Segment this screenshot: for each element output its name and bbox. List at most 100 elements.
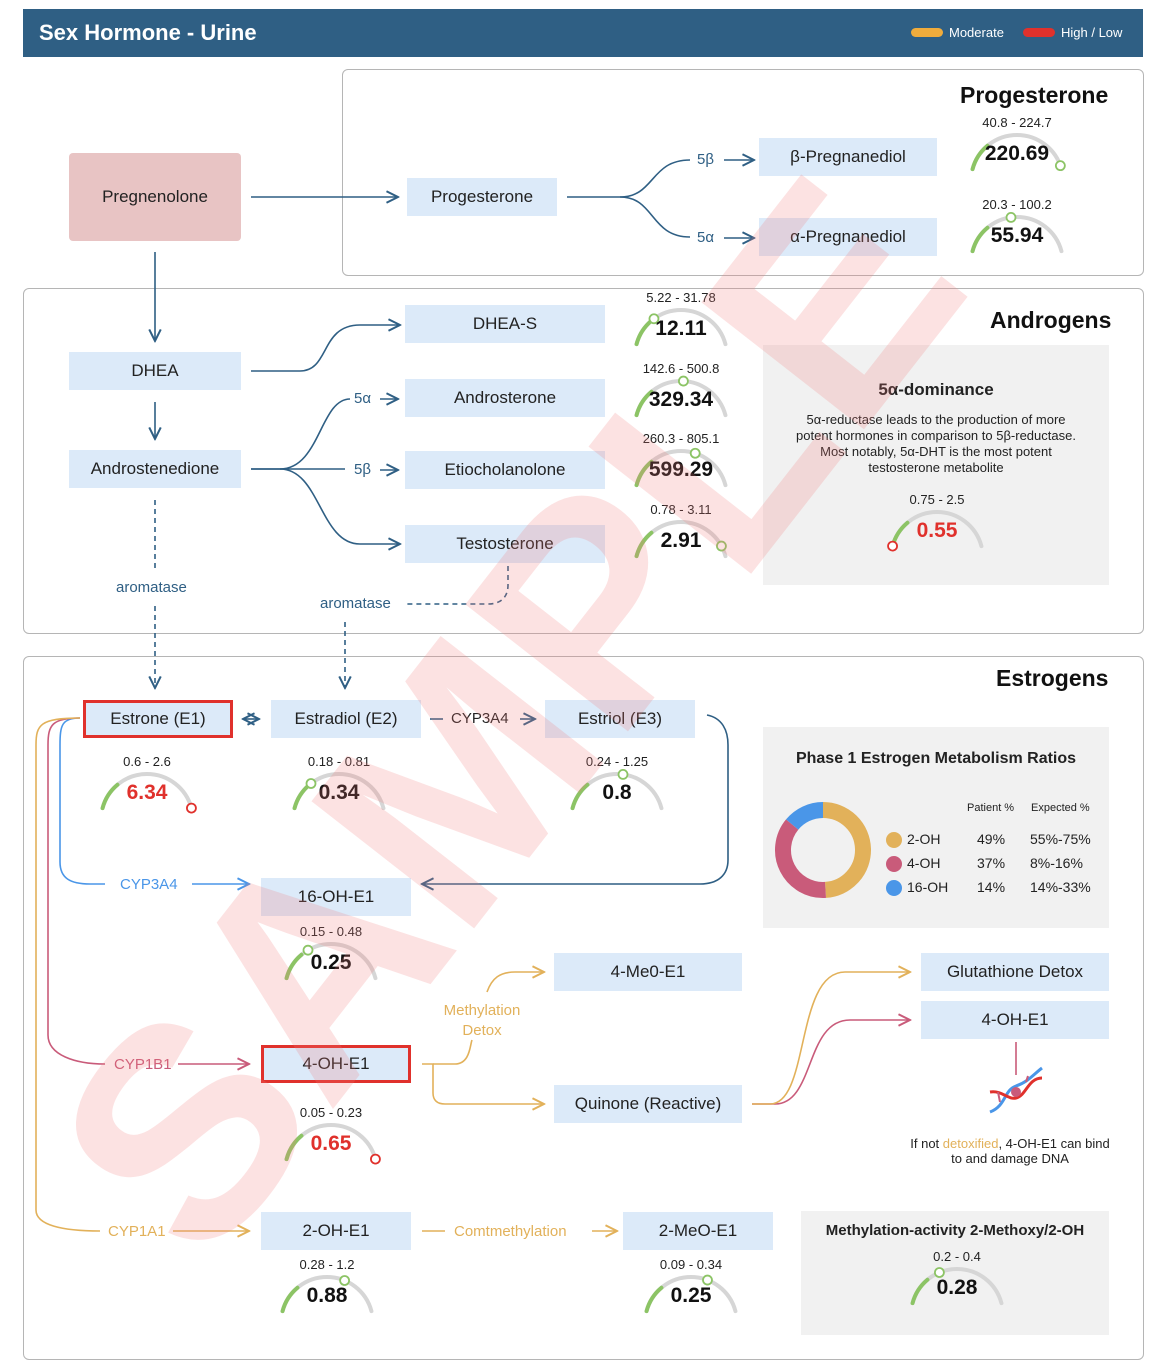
gauge-marker	[689, 447, 701, 459]
page-title: Sex Hormone - Urine	[39, 20, 257, 45]
androgens-section	[23, 288, 1144, 634]
estrogens-section	[23, 656, 1144, 1360]
moderate-swatch-icon	[911, 28, 943, 37]
gauge-normal-band	[910, 1277, 930, 1306]
gauge-arc	[100, 772, 197, 814]
beta-pregnanediol-box[interactable]: β-Pregnanediol	[759, 138, 937, 176]
gauge-range: 0.15 - 0.48	[299, 924, 363, 939]
gauge-marker	[1054, 160, 1066, 172]
etiocholanolone-box[interactable]: Etiocholanolone	[405, 451, 605, 489]
beta-label-andro: 5β	[354, 461, 371, 478]
oh2-box[interactable]: 2-OH-E1	[261, 1212, 411, 1250]
highlow-swatch-icon	[1023, 28, 1055, 37]
dheas-box[interactable]: DHEA-S	[405, 305, 605, 343]
gauge-marker	[648, 313, 660, 325]
testosterone-box[interactable]: Testosterone	[405, 525, 605, 563]
dna-icon	[989, 1066, 1043, 1114]
glutathione-box[interactable]: Glutathione Detox	[921, 953, 1109, 991]
cyp1b1-label: CYP1B1	[114, 1056, 172, 1073]
gauge-value: 599.29	[648, 458, 714, 481]
gauge-marker	[339, 1275, 351, 1286]
gauge-normal-band	[970, 143, 990, 172]
methylation-activity-panel	[801, 1211, 1109, 1335]
oh16-gauge: 0.15 - 0.48 0.25	[276, 924, 386, 994]
ratio-expected: 14%-33%	[1030, 879, 1091, 895]
androsterone-box[interactable]: Androsterone	[405, 379, 605, 417]
gauge-value: 0.25	[310, 951, 352, 974]
gauge-marker	[370, 1153, 381, 1165]
gauge-normal-band	[970, 225, 990, 254]
ratio-name: 16-OH	[907, 879, 949, 895]
quinone-box[interactable]: Quinone (Reactive)	[554, 1085, 742, 1123]
gauge-normal-band	[634, 389, 654, 418]
oh16-box[interactable]: 16-OH-E1	[261, 878, 411, 916]
dhea-box[interactable]: DHEA	[69, 352, 241, 390]
ratio-expected: 55%-75%	[1030, 831, 1091, 847]
oh4-right-box[interactable]: 4-OH-E1	[921, 1001, 1109, 1039]
gauge-range: 0.24 - 1.25	[585, 754, 649, 769]
estrone-box[interactable]: Estrone (E1)	[83, 700, 233, 738]
gauge-arc	[570, 768, 664, 811]
gauge-arc	[644, 1274, 738, 1314]
gauge-marker	[186, 802, 197, 814]
androstenedione-box[interactable]: Androstenedione	[69, 450, 241, 488]
methylation-activity-title: Methylation-activity 2-Methoxy/2-OH	[825, 1222, 1085, 1239]
gauge-arc	[910, 1267, 1004, 1306]
alpha-pregnanediol-box[interactable]: α-Pregnanediol	[759, 218, 937, 256]
gauge-value: 220.69	[984, 142, 1050, 165]
gauge-normal-band	[634, 459, 654, 488]
aromatase-left-label: aromatase	[116, 579, 187, 596]
gauge-range: 20.3 - 100.2	[982, 197, 1052, 212]
gauge-range: 260.3 - 805.1	[642, 431, 720, 446]
gauge-marker	[678, 375, 689, 387]
estriol-box[interactable]: Estriol (E3)	[545, 700, 695, 738]
ratios-col-patient: Patient %	[967, 802, 1015, 814]
dna-note-pre: If not	[910, 1136, 943, 1151]
gauge-normal-band	[634, 530, 654, 559]
etiocholanolone-gauge: 260.3 - 805.1 599.29	[626, 431, 736, 501]
aromatase-right-label: aromatase	[320, 595, 391, 612]
gauge-arc	[284, 942, 378, 981]
gauge-range: 0.2 - 0.4	[933, 1249, 981, 1264]
gauge-arc	[887, 510, 984, 552]
gauge-arc	[280, 1275, 374, 1314]
progesterone-section	[342, 69, 1144, 276]
cyp3a4-top-label: CYP3A4	[451, 710, 509, 727]
oh4-box[interactable]: 4-OH-E1	[261, 1045, 411, 1083]
gauge-value: 0.28	[936, 1276, 978, 1299]
gauge-range: 0.78 - 3.11	[650, 502, 712, 517]
ratio-patient: 14%	[977, 879, 1006, 895]
progesterone-box[interactable]: Progesterone	[407, 178, 557, 216]
dominance-text: 5α-reductase leads to the production of …	[796, 412, 1076, 475]
estradiol-box[interactable]: Estradiol (E2)	[271, 700, 421, 738]
gauge-normal-band	[570, 782, 590, 811]
cyp3a4-left-label: CYP3A4	[120, 876, 178, 893]
gauge-marker	[716, 540, 727, 552]
comt-label: Comtmethylation	[454, 1223, 567, 1240]
me4-box[interactable]: 4-Me0-E1	[554, 953, 742, 991]
ratio-dot-icon	[886, 880, 902, 896]
gauge-marker	[1005, 211, 1017, 223]
gauge-range: 40.8 - 224.7	[982, 115, 1052, 130]
gauge-normal-band	[284, 1133, 304, 1162]
dominance-panel	[763, 345, 1109, 585]
gauge-normal-band	[280, 1285, 300, 1314]
gauge-normal-band	[284, 952, 304, 981]
ratios-title: Phase 1 Estrogen Metabolism Ratios	[795, 750, 1077, 767]
gauge-value: 6.34	[126, 781, 168, 804]
donut-slice-2-oh	[822, 802, 871, 898]
pregnenolone-box[interactable]: Pregnenolone	[69, 153, 241, 241]
alpha-label-prog: 5α	[697, 229, 715, 246]
meo2-box[interactable]: 2-MeO-E1	[623, 1212, 773, 1250]
dna-note-highlight: detoxified	[942, 1136, 999, 1151]
dna-note-post: , 4-OH-E1 can bind to and damage DNA	[951, 1136, 1110, 1166]
ratio-dot-icon	[886, 856, 902, 872]
gauge-arc	[634, 308, 728, 347]
ratios-col-expected: Expected %	[1031, 802, 1090, 814]
